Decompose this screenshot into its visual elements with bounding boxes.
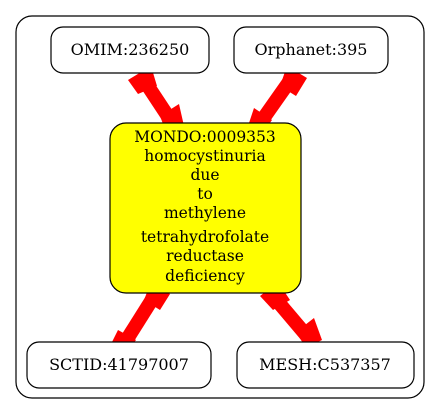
center-line: homocystinuria xyxy=(144,147,266,165)
center-line: to xyxy=(197,185,213,203)
center-line: reductase xyxy=(166,247,244,265)
node-sctid[interactable]: SCTID:41797007 xyxy=(26,341,212,389)
node-omim-label: OMIM:236250 xyxy=(71,40,190,59)
center-line: due xyxy=(190,166,219,184)
center-line: methylene xyxy=(164,204,246,222)
center-line: deficiency xyxy=(165,267,245,285)
node-orphanet-label: Orphanet:395 xyxy=(255,40,368,59)
node-orphanet[interactable]: Orphanet:395 xyxy=(233,26,389,74)
node-sctid-box xyxy=(26,341,212,389)
node-mesh[interactable]: MESH:C537357 xyxy=(236,341,415,389)
center-line: MONDO:0009353 xyxy=(134,128,276,146)
node-center[interactable]: MONDO:0009353 homocystinuria due to meth… xyxy=(109,122,302,294)
node-sctid-label: SCTID:41797007 xyxy=(49,355,189,374)
node-orphanet-box xyxy=(233,26,389,74)
center-line: tetrahydrofolate xyxy=(141,228,269,246)
node-mesh-box xyxy=(236,341,415,389)
node-omim-box xyxy=(50,26,210,74)
node-center-box xyxy=(109,122,302,294)
node-omim[interactable]: OMIM:236250 xyxy=(50,26,210,74)
edge-mesh-arrow-bottom xyxy=(296,318,322,348)
node-mesh-label: MESH:C537357 xyxy=(259,355,391,374)
